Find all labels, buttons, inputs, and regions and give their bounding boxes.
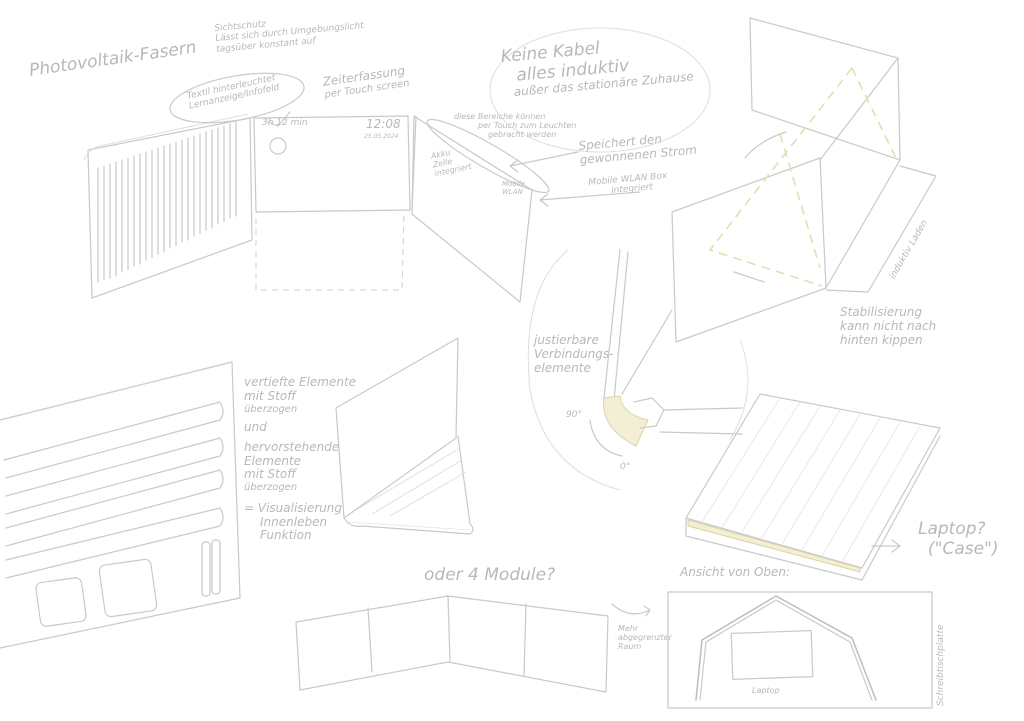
note-line: und [244, 420, 267, 435]
top-view-sketch [667, 591, 933, 709]
note-line: per Touch zum Leuchten [478, 121, 577, 131]
four-modules-sketch [295, 595, 651, 693]
screen-timer: 3h 12 min [262, 118, 308, 128]
joint-sketch [527, 249, 749, 491]
arrow-speichert [509, 151, 579, 173]
board-sketch [685, 393, 941, 581]
note-oder-4-module: oder 4 Module? [424, 565, 556, 585]
note-line: diese Bereiche können [454, 112, 546, 121]
note-mehr-raum: Mehr abgegrenzter Raum [618, 624, 672, 652]
note-laptop-case: Laptop? ("Case") [918, 519, 999, 559]
note-line: hinten kippen [840, 332, 923, 347]
note-line: Stabilisierung [840, 305, 923, 319]
screen-panel [253, 115, 411, 213]
note-line: Verbindungs- [534, 346, 614, 361]
note-line: kann nicht nach [840, 318, 937, 333]
note-line: Funktion [260, 528, 312, 543]
note-verbindung: justierbare Verbindungs- elemente [534, 333, 614, 375]
panel-ribs [97, 121, 237, 283]
note-line: gebracht werden [488, 130, 557, 140]
joint-hinge [603, 395, 649, 447]
note-line: Innenleben [260, 514, 328, 529]
note-line: elemente [534, 360, 591, 375]
screen-clock: 12:08 [366, 117, 401, 131]
angle-90-label: 90° [566, 410, 582, 420]
note-ansicht-oben: Ansicht von Oben: [680, 565, 791, 579]
l-panel-sketch [335, 337, 474, 535]
angle-arrow [589, 419, 623, 457]
textil-bubble [169, 72, 305, 124]
note-line: WLAN [502, 188, 523, 197]
note-line: abgegrenzter [618, 633, 672, 643]
recessed-slot-2 [211, 539, 221, 595]
note-line: Laptop? [918, 519, 986, 539]
note-line: überzogen [244, 482, 298, 494]
laptop-outline [730, 630, 814, 680]
recessed-slot-1 [201, 541, 211, 597]
module-arc [695, 595, 877, 701]
recessed-square-1 [35, 577, 87, 627]
note-line: = Visualisierung [244, 500, 343, 515]
desk-outline [667, 591, 933, 709]
divider-sketch-top [83, 72, 641, 303]
note-touch-bereiche: diese Bereiche können per Touch zum Leuc… [454, 112, 576, 140]
note-vertiefte: vertiefte Elemente mit Stoff überzogen u… [244, 375, 357, 543]
wall-panel-sketch [0, 361, 241, 649]
folding-stand-sketch [671, 17, 937, 343]
touch-area-outline [426, 118, 550, 194]
note-stabilisierung: Stabilisierung kann nicht nach hinten ki… [840, 305, 937, 347]
note-line: vertiefte Elemente [244, 375, 357, 389]
screen-button-circle [269, 137, 287, 155]
angle-0-label: 0° [620, 462, 631, 472]
ribbed-panel [87, 117, 253, 299]
arrow-laptop [871, 539, 901, 553]
note-line: mit Stoff [244, 388, 296, 403]
note-line: Mehr [618, 624, 639, 633]
note-line: hervorstehende [244, 439, 340, 454]
note-line: Raum [618, 642, 642, 652]
screen-date: 25.05.2024 [364, 133, 399, 140]
rotation-arrow [744, 131, 787, 159]
note-line: justierbare [534, 333, 599, 347]
note-wlan-small: Mobile WLAN [502, 180, 525, 196]
laptop-label: Laptop [752, 686, 780, 695]
arrow-wlan [539, 191, 641, 207]
note-line: ("Case") [928, 538, 999, 559]
recessed-square-2 [98, 558, 158, 618]
note-line: Elemente [244, 453, 302, 468]
keine-kabel-bubble [489, 27, 711, 153]
note-line: überzogen [244, 403, 298, 415]
note-line: Mobile [502, 180, 525, 188]
note-schreibtischplatte: Schreibtischplatte [936, 624, 946, 706]
side-panel [411, 115, 533, 303]
note-line: mit Stoff [244, 467, 296, 482]
arrow-mehr-raum [611, 603, 651, 617]
